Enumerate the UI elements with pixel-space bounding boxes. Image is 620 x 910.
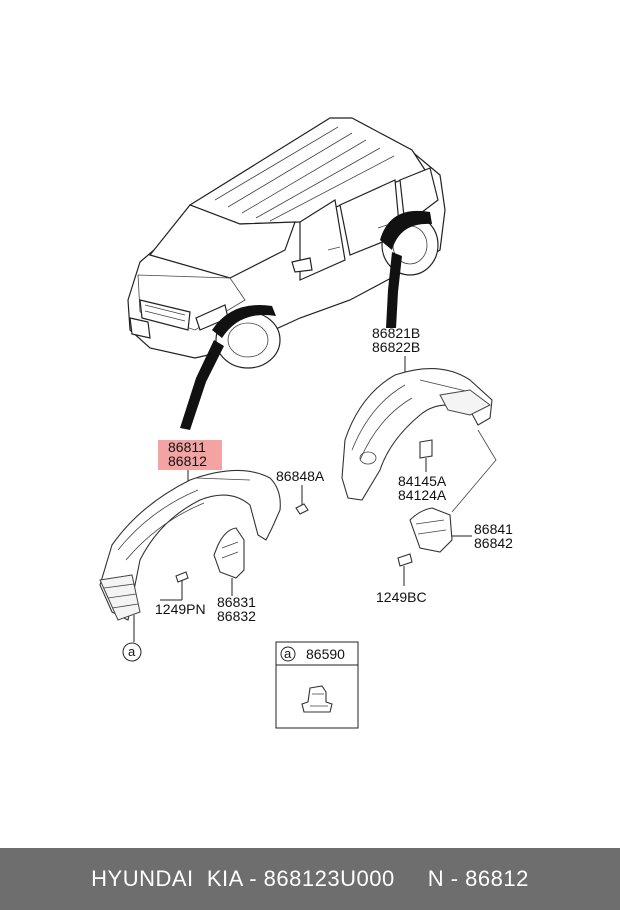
vehicle-illustration [127, 117, 446, 430]
label-front-screw: 1249PN [155, 601, 206, 617]
label-front-flap-1: 86831 [217, 594, 256, 610]
footer-bar: HYUNDAI KIA - 868123U000 N - 86812 [0, 848, 620, 910]
front-wheel-guard: 86811 86812 86848A 86831 86832 1249PN a [99, 439, 325, 662]
label-rear-part-2: 86822B [372, 339, 420, 355]
label-rear-clip-2: 84124A [398, 487, 447, 503]
rear-wheel-guard: 86821B 86822B 84145A 84124A 86841 86842 … [341, 325, 513, 605]
clip-inset-box: a 86590 [275, 641, 359, 729]
label-front-flap-2: 86832 [217, 608, 256, 624]
label-rear-flap-2: 86842 [474, 535, 513, 551]
label-rear-part-1: 86821B [372, 325, 420, 341]
footer-part-text: HYUNDAI KIA - 868123U000 N - 86812 [91, 866, 529, 891]
label-nut: 86848A [276, 468, 325, 484]
parts-diagram: 86811 86812 86848A 86831 86832 1249PN a … [99, 117, 513, 729]
label-front-part-1: 86811 [168, 439, 206, 455]
inset-part-number: 86590 [306, 646, 345, 662]
label-rear-screw: 1249BC [376, 589, 427, 605]
highlight-box [158, 440, 222, 470]
label-rear-flap-1: 86841 [474, 521, 513, 537]
inset-letter: a [284, 646, 292, 661]
label-rear-clip-1: 84145A [398, 473, 447, 489]
label-front-part-2: 86812 [168, 453, 207, 469]
callout-letter: a [128, 644, 136, 659]
